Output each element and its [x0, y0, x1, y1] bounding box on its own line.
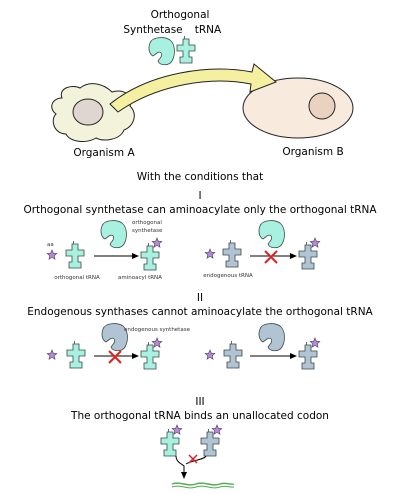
organism-b-nucleus [308, 92, 336, 120]
orthogonal-trna-icon-2 [66, 340, 86, 369]
condition-3-numeral: III [195, 396, 204, 408]
endogenous-synthetase-icon-2 [258, 323, 285, 352]
codon-binding-arrow [175, 455, 187, 479]
condition-1-numeral: I [198, 190, 201, 202]
codon-blocked-path [185, 455, 207, 465]
transfer-arrow [109, 63, 277, 113]
endogenous-trna-label: endogenous tRNA [203, 273, 253, 279]
condition-1-text: Orthogonal synthetase can aminoacylate o… [23, 204, 377, 216]
codon-blocked-cross-icon [188, 454, 198, 464]
blocked-cross-icon-2 [108, 350, 122, 364]
aminoacyl-trna-label: aminoacyl tRNA [118, 275, 162, 281]
trna-label: tRNA [195, 24, 222, 36]
condition-3-text: The orthogonal tRNA binds an unallocated… [70, 410, 329, 422]
amino-acid-star-icon-4 [204, 349, 216, 360]
condition-2-numeral: II [197, 292, 203, 304]
orthogonal-trna-label: orthogonal tRNA [54, 275, 100, 281]
mrna-strand [171, 482, 235, 486]
endogenous-trna-icon-2 [223, 340, 243, 369]
orthogonal-label: Orthogonal [151, 9, 210, 21]
amino-acid-star-icon-3 [46, 349, 58, 360]
endogenous-star-icon [309, 237, 321, 248]
orthogonal-synthetase-icon-2 [258, 220, 285, 249]
top-orthogonal-synthetase-icon [148, 37, 175, 66]
conditions-heading: With the conditions that [137, 171, 263, 183]
aa-label: aa [47, 242, 54, 248]
synthetase-label: Synthetase [123, 24, 182, 36]
endogenous-star-icon-2 [309, 337, 321, 348]
organism-a-nucleus [72, 98, 104, 126]
condition-2-text: Endogenous synthases cannot aminoacylate… [27, 306, 373, 318]
orthogonal-trna-icon [65, 240, 85, 269]
endogenous-synthetase-label: endogenous synthetase [124, 327, 191, 333]
amino-acid-star-icon [46, 249, 58, 260]
synthetase-top-label-2: synthetase [132, 228, 163, 234]
synthetase-top-label-1: orthogonal [132, 220, 162, 226]
codon-orthogonal-star-icon [171, 424, 183, 435]
orthogonal-result-star-icon [151, 337, 163, 348]
organism-a-label: Organism A [73, 147, 135, 159]
endogenous-trna-icon [222, 239, 242, 268]
aminoacyl-star-icon [151, 237, 163, 248]
organism-b-label: Organism B [282, 146, 343, 158]
blocked-cross-icon [264, 250, 278, 264]
codon-endogenous-star-icon [211, 424, 223, 435]
orthogonal-synthetase-icon [100, 220, 127, 249]
amino-acid-star-icon-2 [204, 248, 216, 259]
aminoacyl-trna-icon [140, 242, 160, 271]
top-orthogonal-trna-icon [176, 35, 196, 64]
mrna-strand-2 [171, 485, 235, 489]
